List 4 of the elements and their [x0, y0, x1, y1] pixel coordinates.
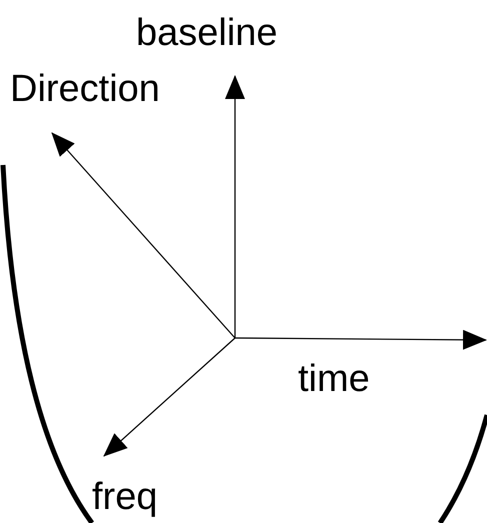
axis-label: freq — [92, 478, 158, 516]
axis-label: baseline — [136, 14, 278, 52]
axis-label: time — [298, 360, 370, 398]
axis-label: Direction — [10, 70, 160, 108]
